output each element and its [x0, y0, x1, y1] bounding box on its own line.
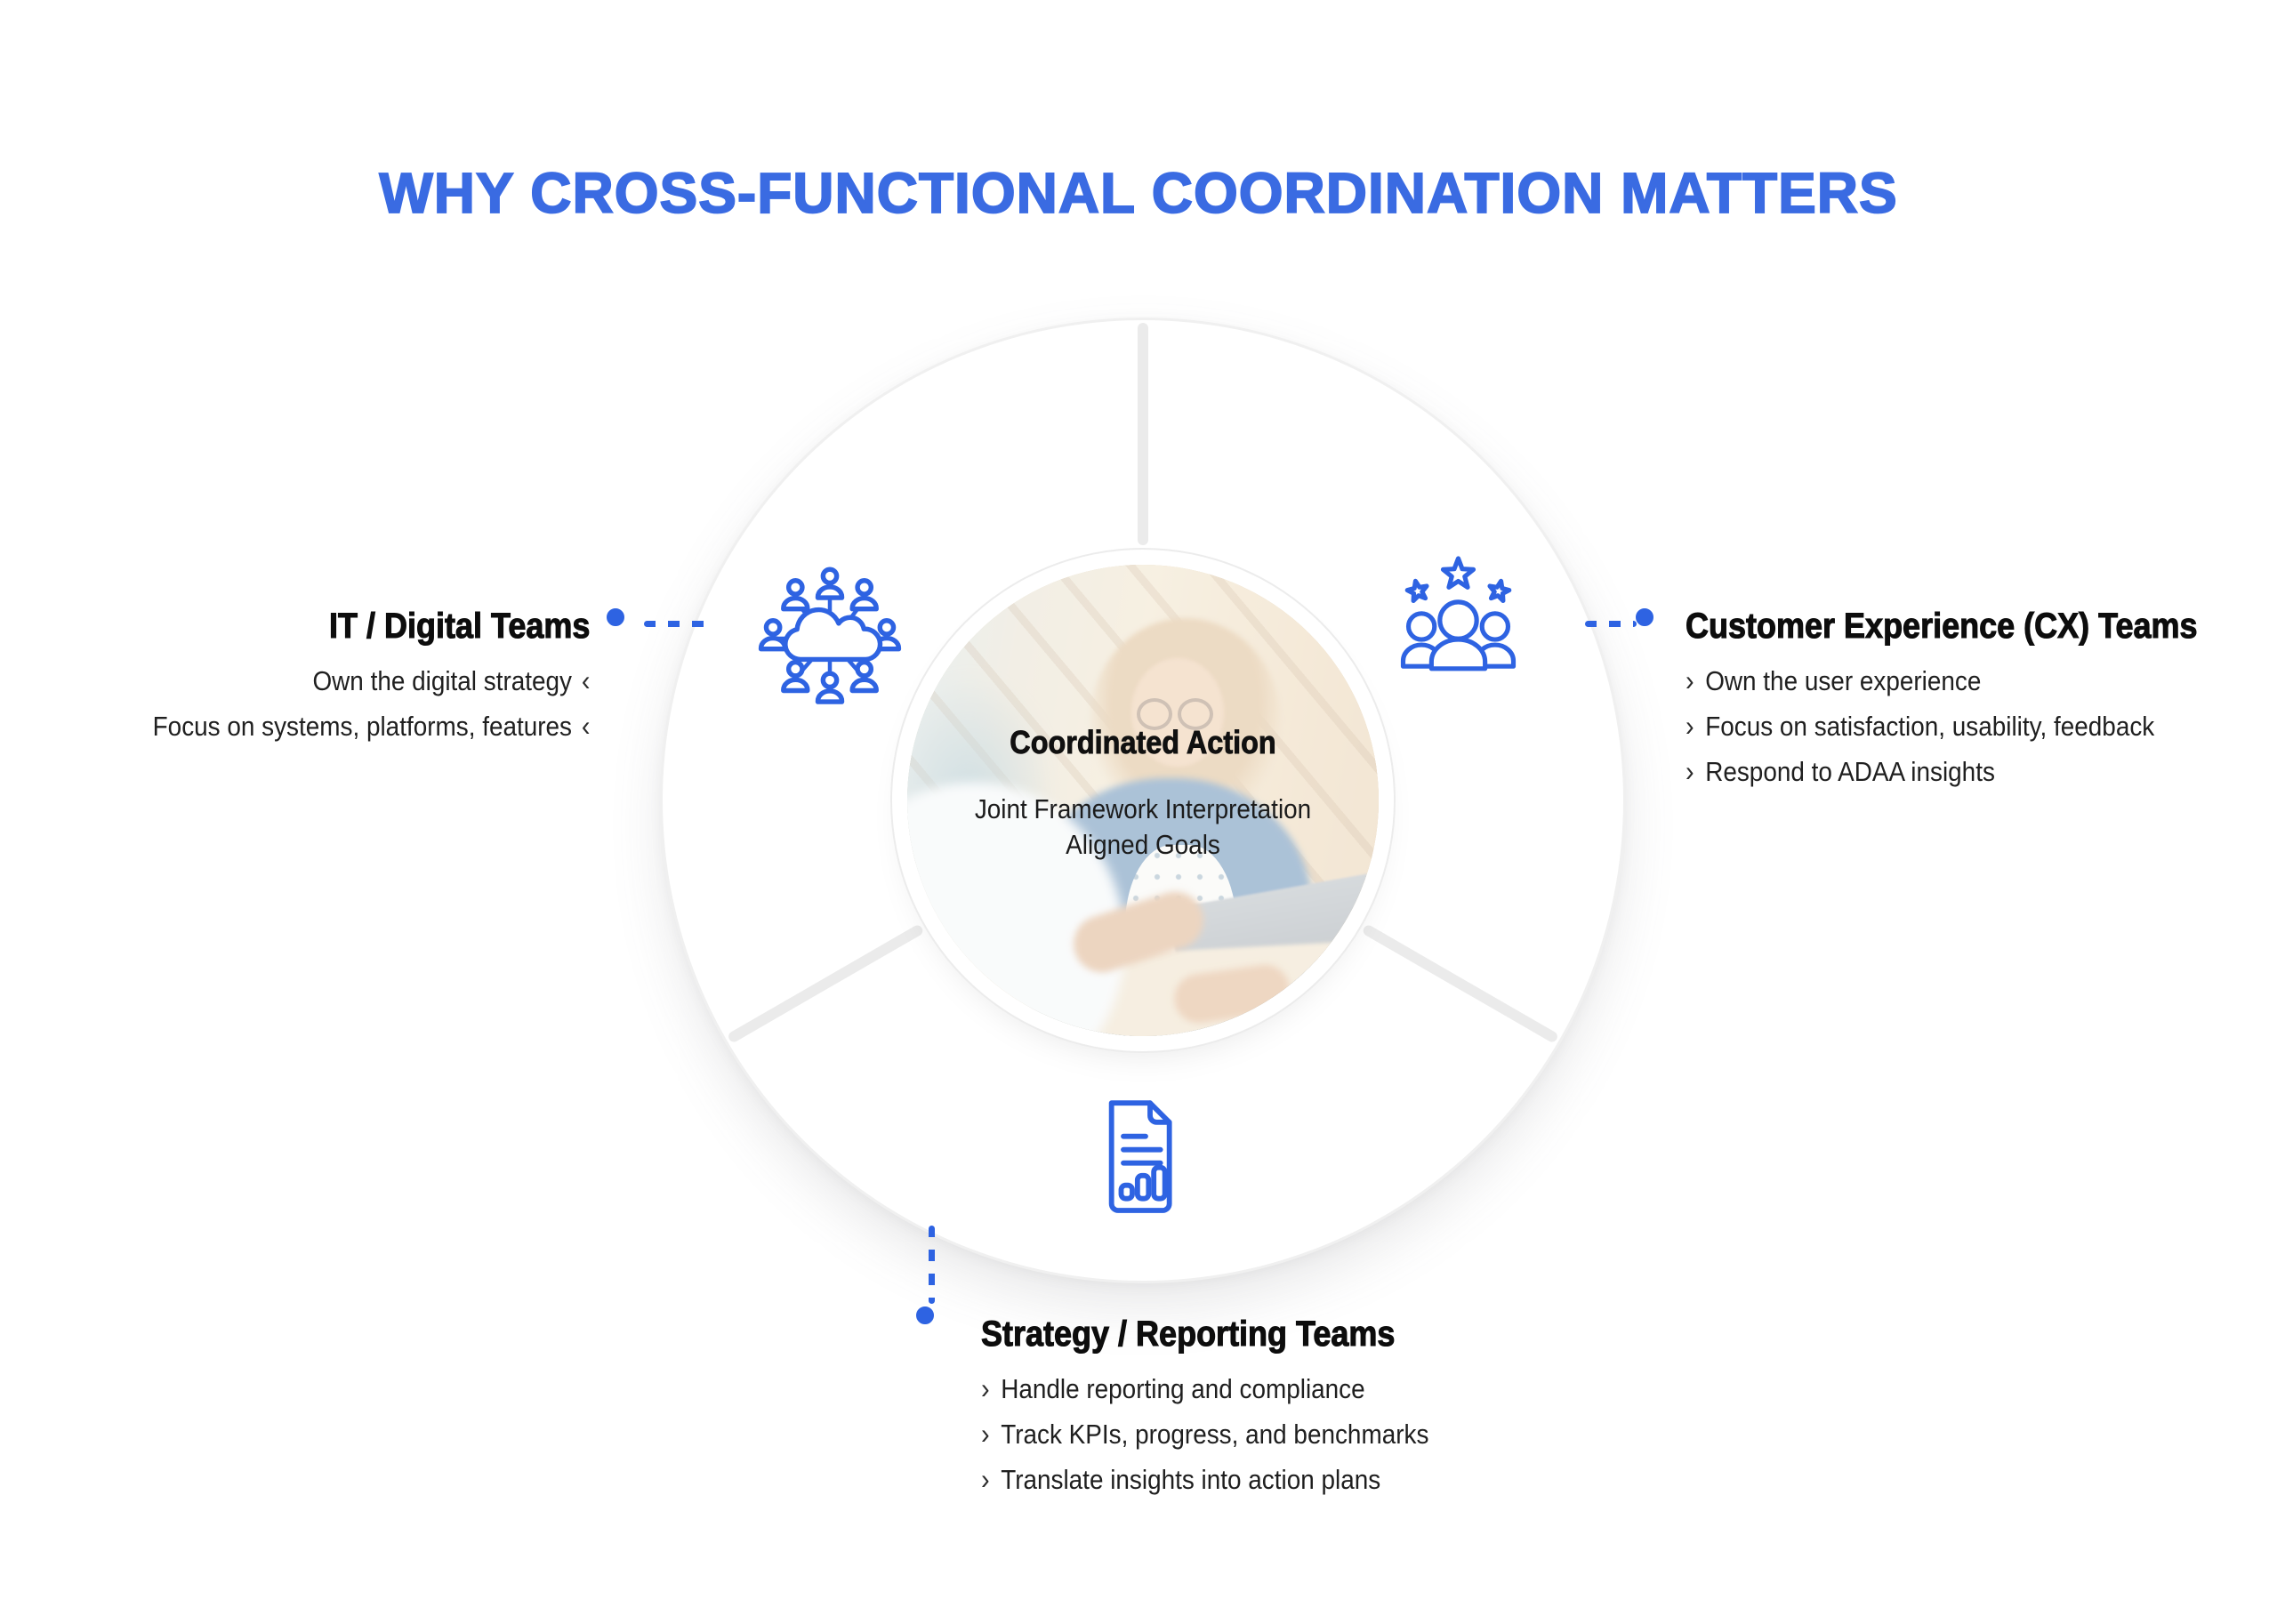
ring-divider-bottom-left — [726, 923, 925, 1044]
chevron-right-icon: › — [1686, 755, 1694, 787]
chevron-right-icon: › — [981, 1463, 990, 1495]
connector-ring-cx — [1636, 608, 1653, 626]
connector-dash-it — [644, 621, 710, 627]
team-bullets-strategy: › Handle reporting and compliance › Track … — [981, 1366, 1428, 1502]
report-chart-icon — [1108, 1100, 1172, 1213]
bullet-item: › Own the user experience — [1686, 658, 2198, 703]
chevron-right-icon: › — [981, 1418, 990, 1450]
bullet-item: › Focus on satisfaction, usability, feedb… — [1686, 703, 2198, 749]
team-label-it-digital: IT / Digital Teams — [328, 606, 590, 646]
page-title: WHY CROSS-FUNCTIONAL COORDINATION MATTER… — [378, 160, 1898, 226]
chevron-right-icon: › — [1686, 664, 1694, 696]
center-photo: Coordinated Action Joint Framework Inter… — [907, 565, 1379, 1036]
connector-ring-strategy — [916, 1306, 934, 1324]
center-line-1: Joint Framework Interpretation — [974, 793, 1312, 824]
bullet-item: Focus on systems, platforms, features ‹ — [152, 703, 590, 749]
bullet-item: › Translate insights into action plans — [981, 1457, 1428, 1502]
ring-divider-top — [1138, 323, 1148, 545]
team-block-strategy: Strategy / Reporting Teams › Handle repor… — [981, 1314, 1429, 1502]
connector-ring-it — [607, 608, 624, 626]
bullet-text: Focus on satisfaction, usability, feedba… — [1705, 711, 2155, 742]
chevron-right-icon: › — [981, 1372, 990, 1404]
bullet-text: Focus on systems, platforms, features — [152, 711, 572, 742]
bullet-item: › Track KPIs, progress, and benchmarks — [981, 1411, 1428, 1457]
center-line-2: Aligned Goals — [1066, 829, 1220, 860]
team-block-cx: Customer Experience (CX) Teams › Own the … — [1686, 606, 2199, 794]
bullet-text: Respond to ADAA insights — [1705, 756, 1995, 787]
bullet-text: Own the digital strategy — [312, 665, 572, 696]
bullet-text: Translate insights into action plans — [1001, 1464, 1381, 1495]
team-bullets-it-digital: Own the digital strategy ‹ Focus on syste… — [152, 658, 590, 749]
business-meeting-photo — [907, 565, 1379, 1036]
ring-divider-bottom-right — [1361, 923, 1560, 1044]
chevron-right-icon: › — [1686, 710, 1694, 742]
team-label-strategy: Strategy / Reporting Teams — [981, 1314, 1396, 1354]
bullet-item: Own the digital strategy ‹ — [152, 658, 590, 703]
photo-white-overlay — [907, 565, 1379, 1036]
cloud-team-network-icon — [750, 559, 910, 719]
connector-dash-strategy — [929, 1226, 935, 1304]
chevron-left-icon: ‹ — [581, 664, 590, 696]
team-label-cx: Customer Experience (CX) Teams — [1686, 606, 2199, 646]
center-heading: Coordinated Action — [1010, 724, 1276, 761]
bullet-text: Handle reporting and compliance — [1001, 1373, 1365, 1404]
connector-dash-cx — [1585, 621, 1637, 627]
center-text-block: Coordinated Action Joint Framework Inter… — [907, 565, 1379, 1036]
team-block-it-digital: IT / Digital Teams Own the digital strat… — [152, 606, 590, 749]
customer-rating-icon — [1400, 556, 1517, 671]
bullet-text: Own the user experience — [1705, 665, 1982, 696]
bullet-text: Track KPIs, progress, and benchmarks — [1001, 1419, 1429, 1450]
bullet-item: › Respond to ADAA insights — [1686, 749, 2198, 794]
team-bullets-cx: › Own the user experience › Focus on satis… — [1686, 658, 2198, 794]
chevron-left-icon: ‹ — [581, 710, 590, 742]
center-subtext: Joint Framework Interpretation Aligned G… — [931, 792, 1356, 863]
bullet-item: › Handle reporting and compliance — [981, 1366, 1428, 1411]
